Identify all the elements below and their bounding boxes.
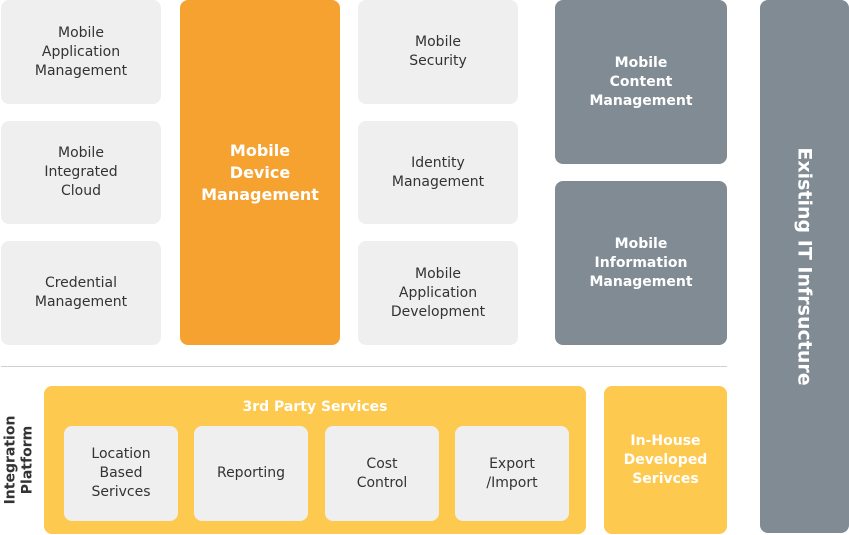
mobile-device-management-box: Mobile Device Management (180, 0, 340, 345)
section-divider (1, 366, 727, 367)
mobile-integrated-cloud-label: Mobile Integrated Cloud (44, 145, 118, 199)
export-import-label: Export /Import (486, 455, 538, 491)
mobile-information-management-label: Mobile Information Management (589, 235, 693, 290)
identity-management-label: Identity Management (391, 154, 485, 190)
reporting-box: Reporting (194, 426, 308, 521)
in-house-developed-services-box: In-House Developed Serivces (604, 386, 727, 534)
in-house-developed-services-label: In-House Developed Serivces (623, 432, 708, 487)
mobile-security-box: Mobile Security (358, 0, 518, 104)
credential-management-label: Credential Management (34, 275, 128, 310)
existing-it-infrastructure-box: Existing IT Infrsucture (760, 0, 849, 533)
credential-management-box: Credential Management (1, 241, 161, 345)
integration-platform-label: Integration Platform (2, 415, 35, 505)
location-based-services-box: Location Based Serivces (64, 426, 178, 521)
mobile-application-management-label: Mobile Application Management (34, 24, 128, 79)
export-import-box: Export /Import (455, 426, 569, 521)
identity-management-box: Identity Management (358, 121, 518, 224)
mobile-application-development-box: Mobile Application Development (358, 241, 518, 345)
reporting-label: Reporting (216, 465, 286, 481)
third-party-services-box: 3rd Party Services Location Based Serivc… (44, 386, 586, 534)
mobile-content-management-box: Mobile Content Management (555, 0, 727, 164)
cost-control-box: Cost Control (325, 426, 439, 521)
integration-platform-label-wrap: Integration Platform (0, 386, 38, 534)
mobile-security-label: Mobile Security (409, 34, 467, 69)
mobile-integrated-cloud-box: Mobile Integrated Cloud (1, 121, 161, 224)
third-party-services-title: 3rd Party Services (242, 399, 388, 415)
mobile-application-development-label: Mobile Application Development (390, 265, 486, 320)
mobile-device-management-label: Mobile Device Management (201, 140, 319, 204)
mobile-information-management-box: Mobile Information Management (555, 181, 727, 345)
mobile-content-management-label: Mobile Content Management (589, 54, 693, 109)
cost-control-label: Cost Control (356, 455, 408, 491)
existing-it-infrastructure-label: Existing IT Infrsucture (794, 147, 817, 386)
location-based-services-label: Location Based Serivces (91, 446, 151, 500)
mobile-application-management-box: Mobile Application Management (1, 0, 161, 104)
